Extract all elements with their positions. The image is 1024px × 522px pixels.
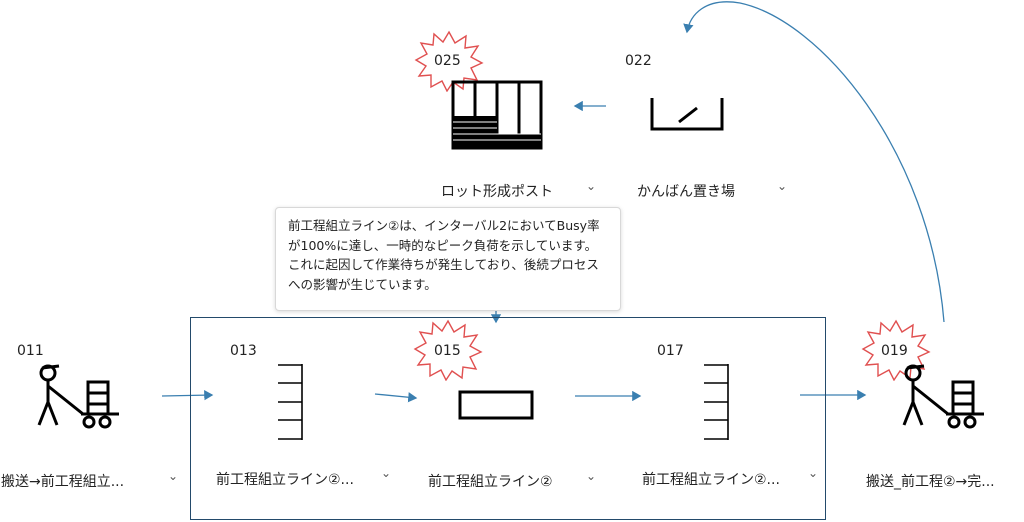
node-label-019: 搬送_前工程②→完... [866, 474, 995, 490]
stacked-shelf-icon [278, 364, 303, 440]
dropdown-chevron-017[interactable]: ⌄ [808, 466, 819, 480]
node-id-025: 025 [434, 53, 461, 69]
node-id-017: 017 [657, 343, 684, 359]
node-label-011: 搬送→前工程組立... [1, 474, 125, 490]
stacked-shelf-icon [704, 364, 729, 440]
starburst-alert-icon [413, 319, 483, 381]
tooltip-text: 前工程組立ライン②は、インターバル2においてBusy率が100%に達し、一時的な… [288, 218, 600, 292]
process-group-box [190, 317, 826, 520]
node-id-015: 015 [434, 343, 461, 359]
node-id-019: 019 [881, 343, 908, 359]
node-label-017: 前工程組立ライン②... [642, 472, 780, 488]
lot-rack-icon [451, 80, 543, 150]
dropdown-chevron-013[interactable]: ⌄ [381, 466, 392, 480]
person-pushing-cart-icon [37, 364, 119, 429]
node-label-025: ロット形成ポスト [441, 184, 553, 200]
dropdown-chevron-015[interactable]: ⌄ [586, 469, 597, 483]
node-id-011: 011 [17, 343, 44, 359]
person-pushing-cart-icon [902, 364, 984, 429]
analysis-tooltip: 前工程組立ライン②は、インターバル2においてBusy率が100%に達し、一時的な… [275, 207, 621, 311]
kanban-tray-icon [650, 98, 724, 131]
node-id-013: 013 [230, 343, 257, 359]
arrow-011-013 [161, 389, 214, 401]
dropdown-chevron-025[interactable]: ⌄ [586, 179, 597, 193]
node-label-013: 前工程組立ライン②... [216, 472, 354, 488]
dropdown-chevron-011[interactable]: ⌄ [168, 469, 179, 483]
starburst-alert-icon [414, 30, 484, 92]
dropdown-chevron-022[interactable]: ⌄ [777, 179, 788, 193]
node-id-022: 022 [625, 53, 652, 69]
arrow-019-022 [683, 1, 945, 323]
arrow-013-015 [374, 392, 418, 403]
node-label-015: 前工程組立ライン② [428, 474, 553, 490]
rectangle-machine-icon [458, 390, 534, 420]
node-label-022: かんばん置き場 [637, 184, 735, 200]
